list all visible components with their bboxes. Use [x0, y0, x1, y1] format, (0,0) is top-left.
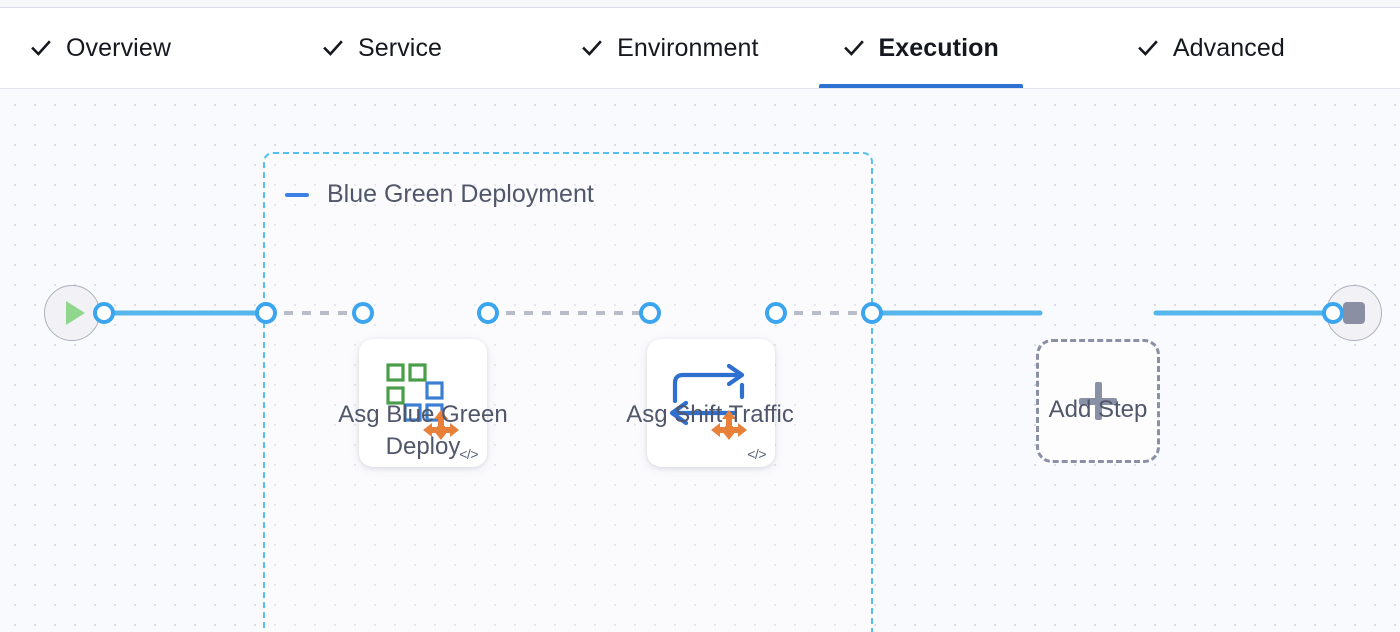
- port-start-out[interactable]: [93, 302, 115, 324]
- step-label-asg-blue-green-deploy: Asg Blue Green Deploy: [338, 401, 508, 460]
- tab-execution[interactable]: Execution: [818, 8, 1024, 88]
- asg-blue-green-deploy-icon: [359, 339, 487, 467]
- pipeline-canvas[interactable]: Blue Green Deployment: [0, 89, 1400, 632]
- step-group-blue-green-deployment[interactable]: Blue Green Deployment: [263, 152, 873, 632]
- stage-tab-bar: Overview Service Environment Execution A: [0, 8, 1400, 88]
- step-node-asg-blue-green-deploy[interactable]: </>: [359, 339, 487, 467]
- asg-shift-traffic-icon: [647, 339, 775, 467]
- code-badge-icon: </>: [459, 446, 478, 462]
- check-icon: [30, 37, 52, 59]
- check-icon: [843, 37, 865, 59]
- port-step2-in[interactable]: [639, 302, 661, 324]
- tab-label: Execution: [878, 33, 999, 62]
- port-group-out[interactable]: [861, 302, 883, 324]
- step-label-asg-shift-traffic: Asg Shift Traffic: [626, 401, 794, 428]
- tab-environment[interactable]: Environment: [557, 8, 782, 88]
- start-node[interactable]: [44, 285, 100, 341]
- check-icon: [581, 37, 603, 59]
- tab-overview[interactable]: Overview: [0, 8, 195, 88]
- port-step2-out[interactable]: [765, 302, 787, 324]
- code-badge-icon: </>: [747, 446, 766, 462]
- port-step1-out[interactable]: [477, 302, 499, 324]
- step-node-asg-shift-traffic[interactable]: </>: [647, 339, 775, 467]
- stop-icon: [1343, 302, 1365, 324]
- tab-advanced[interactable]: Advanced: [1113, 8, 1309, 88]
- top-strip: [0, 0, 1400, 7]
- check-icon: [1137, 37, 1159, 59]
- port-end-in[interactable]: [1322, 302, 1344, 324]
- tab-label: Service: [358, 33, 443, 62]
- add-step-button[interactable]: [1036, 339, 1160, 463]
- tabbar-divider: [0, 88, 1400, 89]
- plus-icon-vertical: [1094, 382, 1102, 420]
- tab-label: Environment: [617, 33, 759, 62]
- minus-icon[interactable]: [285, 192, 309, 197]
- port-step1-in[interactable]: [352, 302, 374, 324]
- top-strip-divider: [0, 7, 1400, 8]
- play-icon: [65, 301, 85, 325]
- check-icon: [322, 37, 344, 59]
- port-group-in[interactable]: [255, 302, 277, 324]
- add-step-label: Add Step: [1048, 396, 1148, 423]
- tab-service[interactable]: Service: [298, 8, 466, 88]
- tab-label: Overview: [66, 33, 171, 62]
- step-group-header[interactable]: Blue Green Deployment: [285, 180, 594, 209]
- tab-label: Advanced: [1172, 33, 1285, 62]
- step-group-title: Blue Green Deployment: [327, 180, 594, 208]
